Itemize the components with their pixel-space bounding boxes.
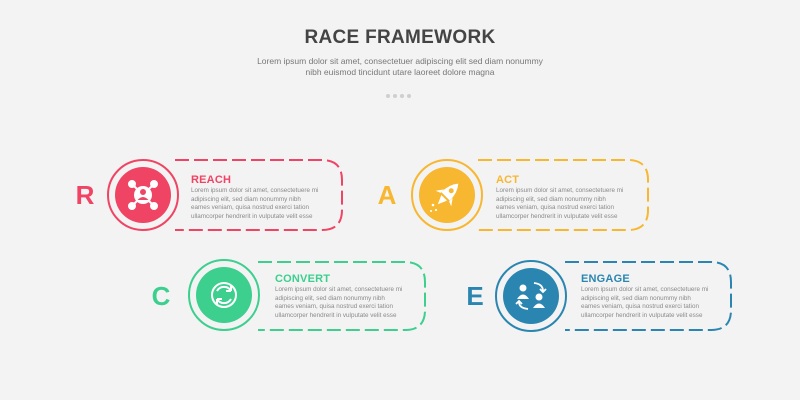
pagination-dots bbox=[386, 94, 411, 98]
people-exchange-icon bbox=[503, 268, 559, 324]
convert-label: CONVERT bbox=[275, 273, 331, 285]
reach-letter: R bbox=[75, 180, 95, 210]
engage-text: Lorem ipsum dolor sit amet, consectetuer… bbox=[581, 286, 709, 319]
act-label: ACT bbox=[496, 174, 520, 186]
reach-label: REACH bbox=[191, 174, 232, 186]
refresh-arrows-icon bbox=[196, 267, 252, 323]
reach-frame-dash bbox=[175, 159, 343, 231]
reach-text: Lorem ipsum dolor sit amet, consectetuer… bbox=[191, 187, 319, 220]
network-people-icon bbox=[115, 167, 171, 223]
page-subtitle: Lorem ipsum dolor sit amet, consectetuer… bbox=[257, 56, 543, 77]
page-title: RACE FRAMEWORK bbox=[304, 27, 496, 48]
convert-text: Lorem ipsum dolor sit amet, consectetuer… bbox=[275, 286, 403, 319]
act-text: Lorem ipsum dolor sit amet, consectetuer… bbox=[496, 187, 624, 220]
rocket-icon bbox=[419, 167, 475, 223]
engage-label: ENGAGE bbox=[581, 273, 630, 285]
convert-letter: C bbox=[151, 281, 171, 311]
engage-letter: E bbox=[466, 281, 484, 311]
act-letter: A bbox=[377, 180, 397, 210]
